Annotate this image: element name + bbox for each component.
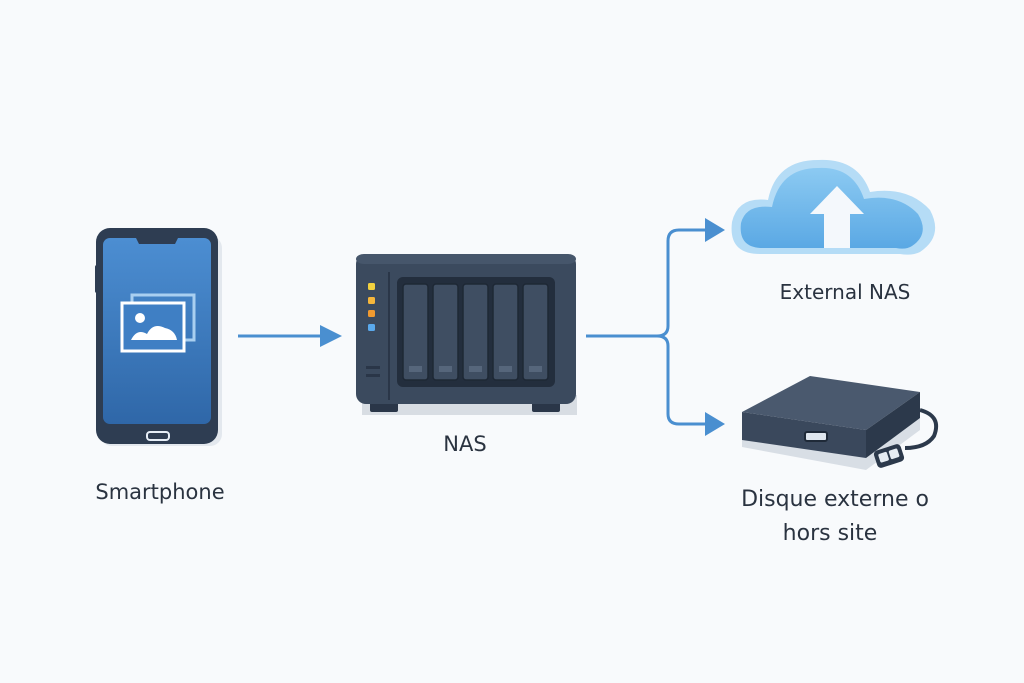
nas-icon (356, 254, 577, 415)
external-nas-label: External NAS (779, 280, 911, 304)
arrow-nas-branch (586, 218, 725, 436)
external-disk-label-line2: hors site (782, 521, 878, 546)
external-hard-drive-icon (742, 376, 939, 470)
nas-label: NAS (443, 432, 487, 456)
arrow-smartphone-to-nas (238, 325, 342, 347)
drive-bays (402, 283, 549, 381)
cloud-upload-icon (731, 159, 936, 255)
external-disk-label-line1: Disque externe o (741, 487, 929, 512)
smartphone-label: Smartphone (95, 480, 225, 504)
smartphone-photos-icon (95, 228, 222, 446)
